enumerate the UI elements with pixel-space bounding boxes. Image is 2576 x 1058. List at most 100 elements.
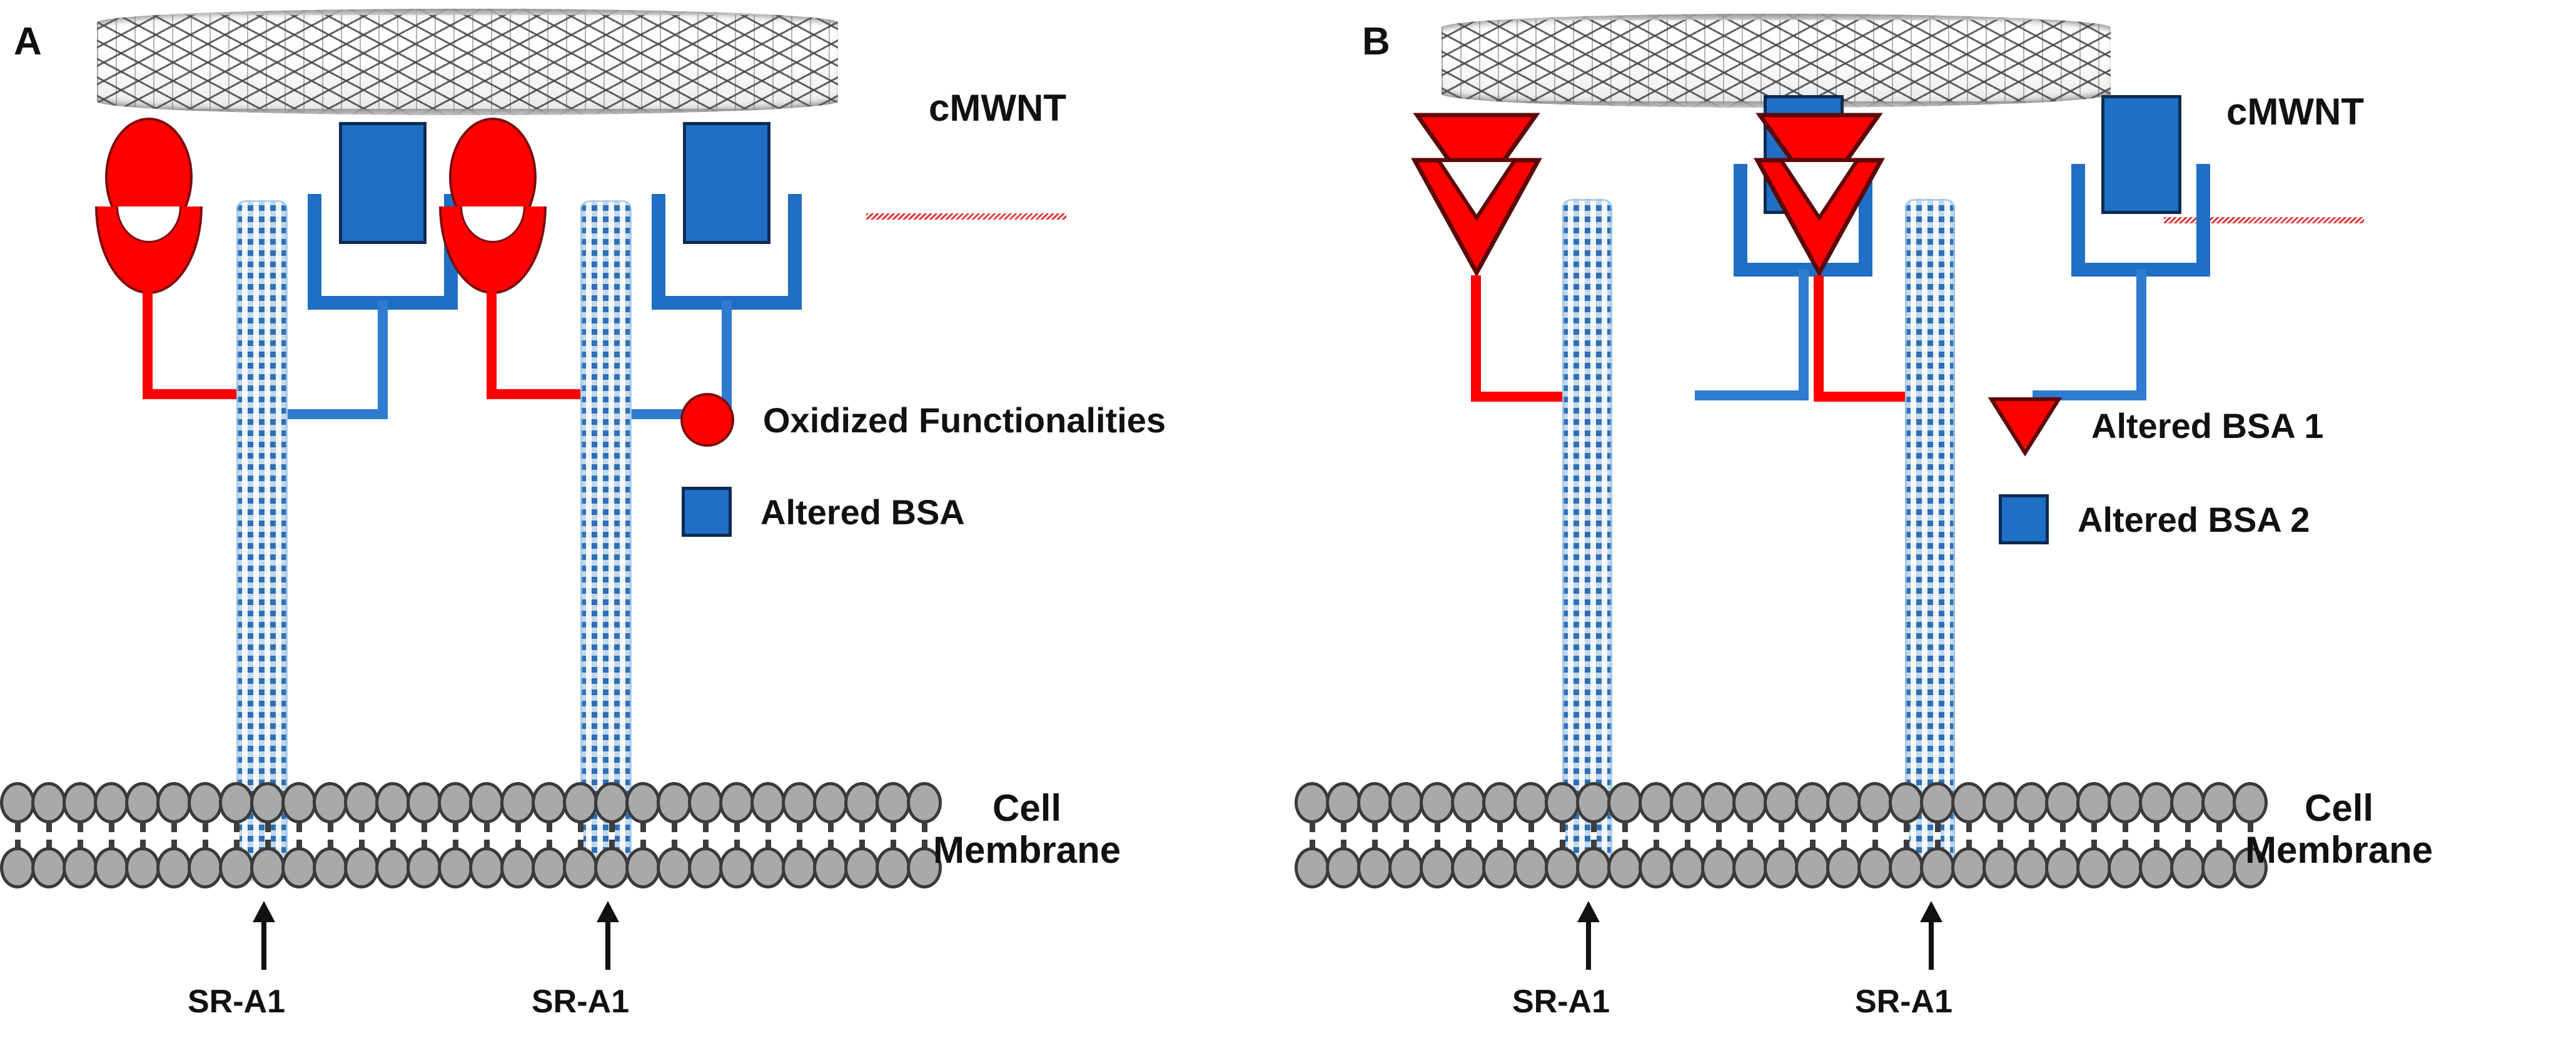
lipid-tail (625, 821, 660, 851)
lipid-head (844, 782, 879, 823)
lipid-head (1670, 782, 1705, 823)
lipid-head (688, 847, 723, 888)
nanotube-a-top-edge (97, 9, 838, 15)
nanotube-b-label: cMWNT (2164, 49, 2364, 223)
receptor-arrow-a-1 (246, 901, 281, 970)
receptor-column-a-2 (580, 200, 632, 881)
altered-bsa-mark-1 (339, 122, 427, 244)
lipid-tail (1576, 821, 1611, 851)
lipid-tail (438, 821, 473, 851)
panel-b: B cMWNT (1288, 0, 2576, 1058)
lipid-head (281, 847, 316, 888)
lipid-head (2139, 847, 2174, 888)
lipid-head (1701, 782, 1736, 823)
lipid-head (688, 782, 723, 823)
receptor-arrow-a-2 (590, 901, 625, 970)
lipid-head (250, 847, 285, 888)
lipid-head (1451, 782, 1486, 823)
lipid-tail (1826, 821, 1861, 851)
lipid-head (1732, 847, 1767, 888)
lipid-head (1295, 782, 1330, 823)
lipid-tail (563, 821, 598, 851)
lipid-head (782, 847, 817, 888)
lipid-head (156, 782, 191, 823)
lipid-head (1388, 782, 1423, 823)
link-blue-horizontal-b-1 (1695, 390, 1809, 400)
lipid-head (657, 847, 692, 888)
lipid-tail (2170, 821, 2205, 851)
lipid-head (2076, 782, 2111, 823)
lipid-head (2045, 847, 2080, 888)
lipid-head (1420, 847, 1455, 888)
lipid-head (63, 847, 98, 888)
lipid-head (219, 782, 254, 823)
lipid-tail (750, 821, 785, 851)
lipid-tail (1857, 821, 1892, 851)
lipid-tail (2233, 821, 2268, 851)
lipid-head (1451, 847, 1486, 888)
lipid-tail (719, 821, 754, 851)
lipid-head (313, 782, 348, 823)
lipid-head (1732, 782, 1767, 823)
legend-a-item-1: Altered BSA (682, 487, 965, 537)
lipid-tail (469, 821, 504, 851)
lipid-head (2014, 847, 2049, 888)
lipid-head (750, 847, 785, 888)
lipid-heads-inner-b (1295, 847, 2268, 888)
lipid-head (1388, 847, 1423, 888)
nanotube-b-top-edge (1442, 14, 2111, 20)
altered-bsa-mark-2 (683, 122, 770, 244)
lipid-head (813, 847, 848, 888)
lipid-tail (31, 821, 66, 851)
receptor-label-b-2: SR-A1 (1855, 984, 1953, 1020)
lipid-tail (344, 821, 379, 851)
link-red-horizontal-1 (143, 389, 261, 399)
lipid-head (532, 782, 567, 823)
blue-square-icon (682, 487, 732, 537)
lipid-head (313, 847, 348, 888)
link-blue-vertical-b-1 (1799, 269, 1809, 400)
lipid-tail (1670, 821, 1705, 851)
lipid-tail (125, 821, 160, 851)
lipid-head (1920, 847, 1955, 888)
lipid-head (1701, 847, 1736, 888)
lipid-head (344, 782, 379, 823)
lipid-tail (532, 821, 567, 851)
lipid-head (563, 782, 598, 823)
link-red-vertical-b-1 (1471, 275, 1481, 400)
receptor-column-b-2 (1905, 199, 1955, 881)
lipid-heads-inner-a (0, 847, 942, 888)
red-circle-icon (680, 393, 734, 447)
link-red-horizontal-b-2 (1814, 392, 1930, 402)
lipid-head (2045, 782, 2080, 823)
lipid-head (281, 782, 316, 823)
lipid-tail (219, 821, 254, 851)
lipid-head (0, 847, 35, 888)
panel-a-letter: A (14, 20, 42, 63)
lipid-tail (313, 821, 348, 851)
lipid-head (375, 847, 410, 888)
cell-membrane-a (0, 782, 942, 888)
lipid-tail (1920, 821, 1955, 851)
lipid-head (1983, 782, 2018, 823)
link-red-vertical-b-2 (1814, 275, 1824, 400)
lipid-heads-outer-a (0, 782, 942, 823)
lipid-head (1326, 782, 1361, 823)
lipid-head (1420, 782, 1455, 823)
lipid-tails-a (0, 821, 927, 851)
legend-b-item-0: Altered BSA 1 (1988, 394, 2323, 457)
lipid-head (156, 847, 191, 888)
lipid-tail (281, 821, 316, 851)
lipid-tail (2139, 821, 2174, 851)
lipid-tail (2108, 821, 2143, 851)
receptor-arrow-b-2 (1914, 901, 1949, 970)
lipid-head (500, 782, 535, 823)
lipid-head (844, 847, 879, 888)
lipid-head (2014, 782, 2049, 823)
lipid-head (469, 847, 504, 888)
lipid-head (2108, 782, 2143, 823)
lipid-head (1857, 847, 1892, 888)
spellcheck-underline-a (866, 213, 1066, 220)
lipid-head (2076, 847, 2111, 888)
lipid-tail (1545, 821, 1580, 851)
